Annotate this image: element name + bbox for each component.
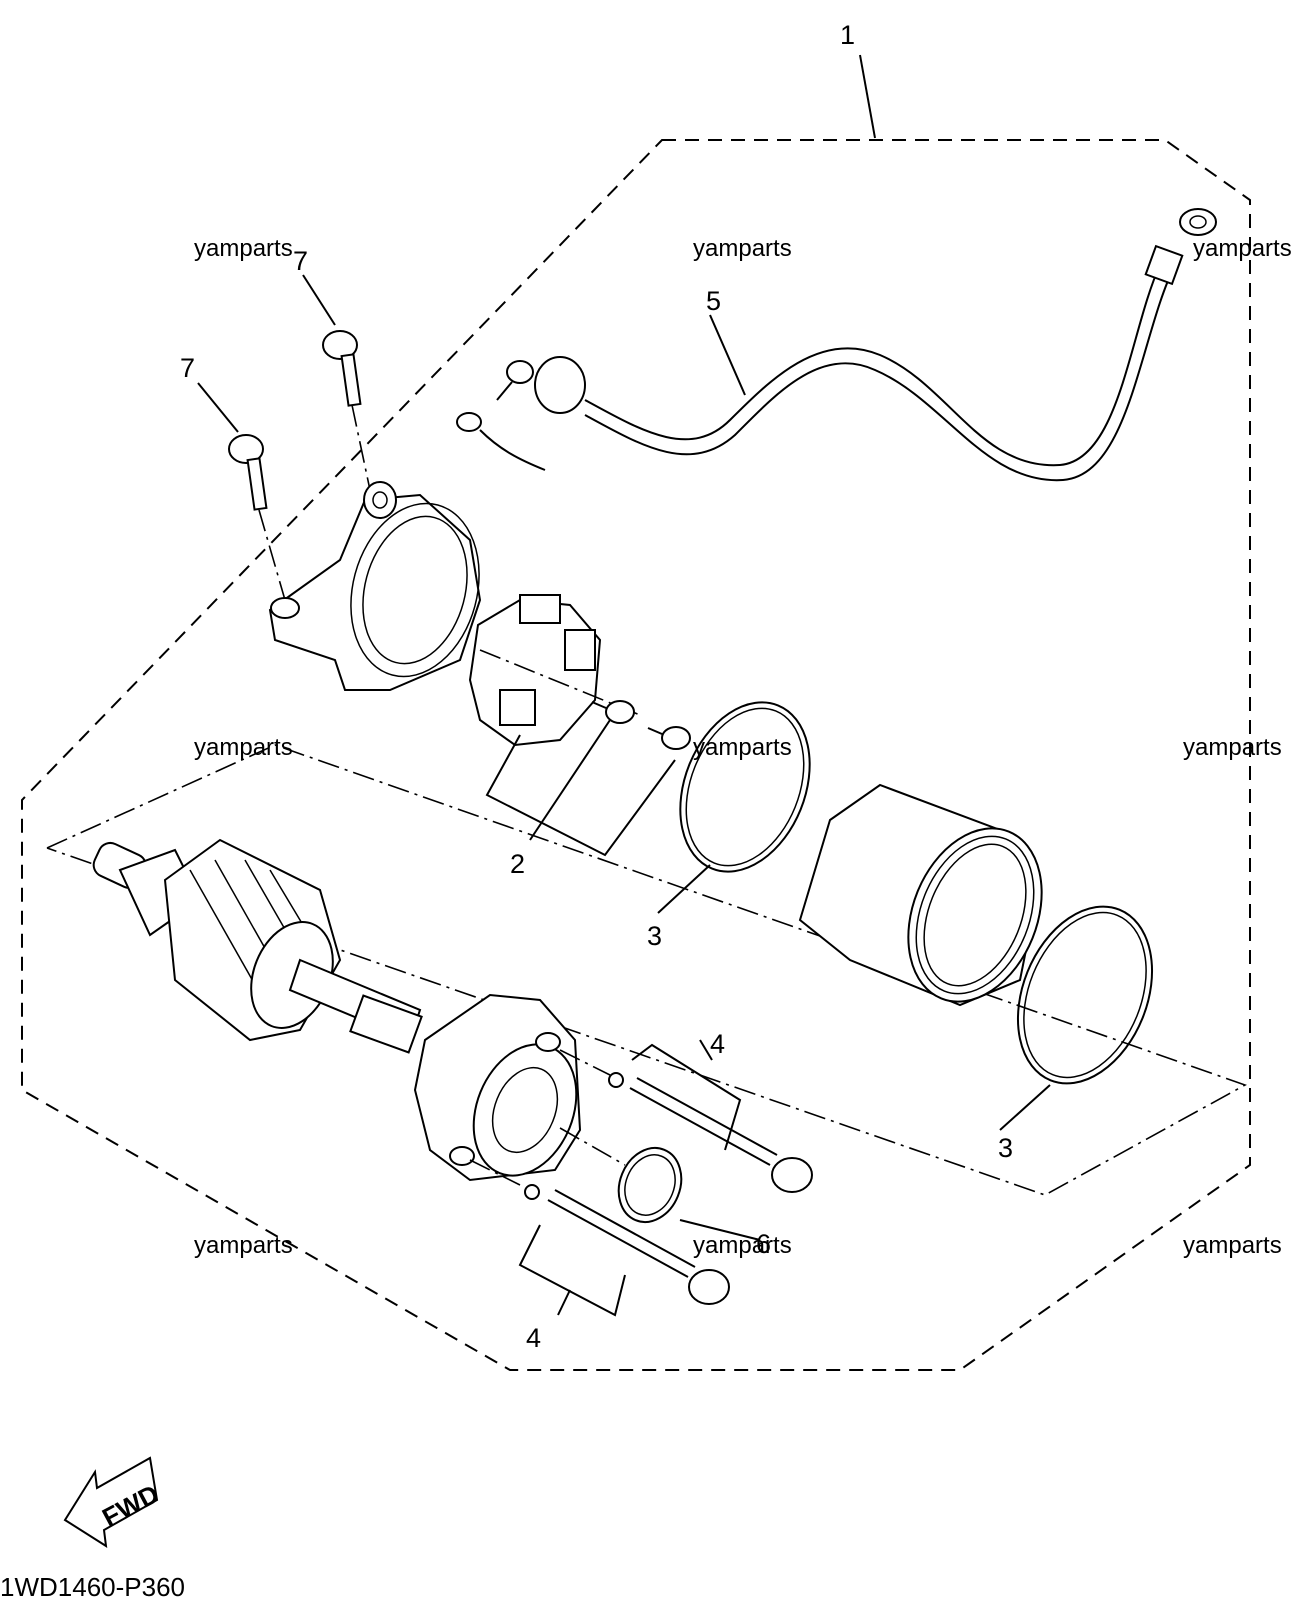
callout-3-upper: 3 — [647, 921, 662, 951]
armature — [92, 838, 423, 1054]
bolt-7-upper — [322, 330, 371, 491]
callout-6: 6 — [756, 1229, 771, 1259]
terminal-screw — [496, 360, 534, 401]
watermark: yamparts — [1183, 734, 1282, 761]
brush-holder — [468, 594, 641, 747]
starter-cable — [456, 208, 1217, 482]
o-ring-3-lower — [1016, 905, 1154, 1085]
callout-2: 2 — [510, 849, 525, 879]
drawing-code: 1WD1460-P360 — [0, 1572, 185, 1602]
watermark: yamparts — [194, 235, 293, 262]
assembly-axis-line — [46, 744, 1247, 1196]
watermark: yamparts — [693, 734, 792, 761]
callout-4-lower: 4 — [526, 1323, 541, 1353]
o-ring-6 — [617, 1147, 683, 1223]
callout-7-upper: 7 — [293, 246, 308, 276]
callout-4-upper: 4 — [710, 1029, 725, 1059]
screw-2a — [591, 700, 635, 724]
watermark: yamparts — [194, 734, 293, 761]
o-ring-3-upper — [679, 701, 811, 873]
callout-3-lower: 3 — [998, 1133, 1013, 1163]
forward-arrow-icon: FWD — [63, 1456, 164, 1548]
leader-lines — [197, 54, 1051, 1317]
o-ring-6-inner — [624, 1154, 676, 1216]
o-ring-3-upper-inner — [685, 707, 805, 867]
callout-1: 1 — [840, 20, 855, 50]
watermark: yamparts — [194, 1232, 293, 1259]
screw-2b — [647, 726, 691, 750]
watermark: yamparts — [1193, 235, 1292, 262]
assembly-boundary — [21, 139, 1251, 1371]
o-ring-3-lower-inner — [1023, 911, 1147, 1079]
callout-7-lower: 7 — [180, 353, 195, 383]
callout-5: 5 — [706, 286, 721, 316]
yoke — [798, 783, 1043, 1007]
watermark: yamparts — [693, 235, 792, 262]
watermark: yamparts — [1183, 1232, 1282, 1259]
through-bolt-4-lower — [524, 1184, 730, 1305]
bolt-7-lower — [228, 434, 286, 601]
watermark: yamparts — [693, 1232, 792, 1259]
front-cover — [413, 993, 626, 1186]
through-bolt-4-upper — [608, 1072, 813, 1193]
rear-cover — [268, 481, 482, 691]
